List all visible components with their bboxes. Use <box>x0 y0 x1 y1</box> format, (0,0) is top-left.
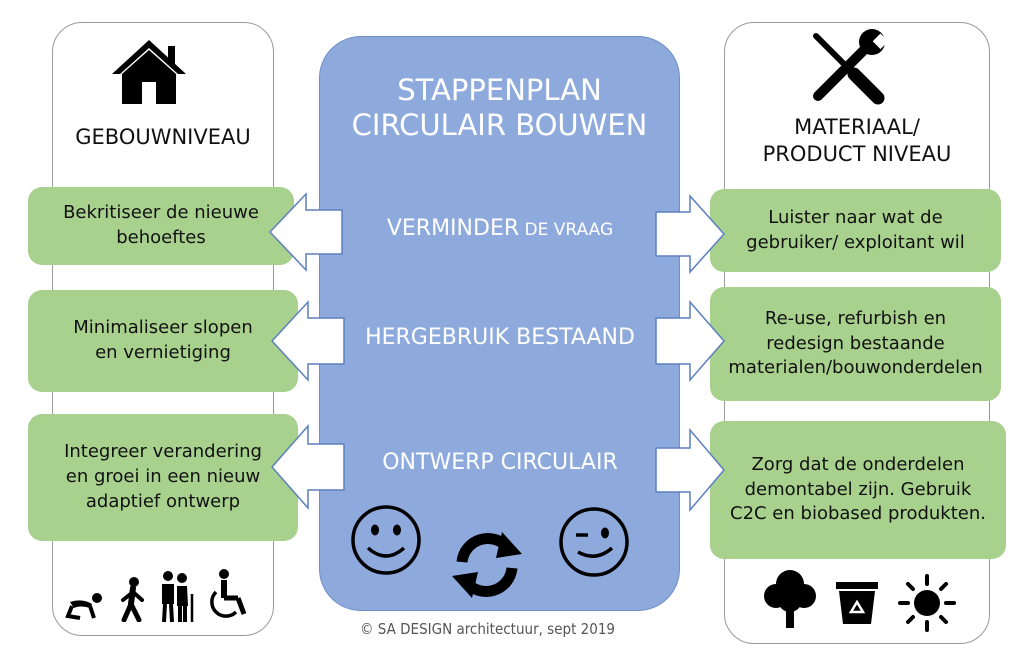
arrow-right-3 <box>655 428 725 512</box>
step-reduce-demand: VERMINDER DE VRAAG <box>330 216 670 241</box>
left-box-1: Bekritiseer de nieuwe behoeftes <box>28 187 294 265</box>
step-design-circular: ONTWERP CIRCULAIR <box>382 450 618 475</box>
left-heading: GEBOUWNIVEAU <box>75 125 251 149</box>
refresh-cycle-icon <box>452 532 522 598</box>
left-box-3: Integreer verandering en groei in een ni… <box>28 414 298 541</box>
step1-main: VERMINDER <box>386 216 520 241</box>
arrow-left-1 <box>268 192 343 272</box>
arrow-left-3 <box>271 424 345 510</box>
sun-icon <box>898 574 956 632</box>
title-line1: STAPPENPLAN <box>397 73 602 107</box>
wheelchair-icon <box>210 569 247 618</box>
center-panel <box>319 36 680 611</box>
left-box-2: Minimaliseer slopen en vernietiging <box>28 290 298 392</box>
house-icon <box>112 40 186 104</box>
wrench-screwdriver-icon <box>813 29 888 105</box>
step1-small: DE VRAAG <box>519 220 614 240</box>
arrow-right-2 <box>655 300 725 382</box>
winking-smiley-icon <box>559 507 629 577</box>
title-line2: CIRCULAIR BOUWEN <box>351 108 648 143</box>
copyright-footer: © SA DESIGN architectuur, sept 2019 <box>360 620 615 638</box>
walking-child-icon <box>121 577 144 622</box>
right-box-2: Re-use, refurbish en redesign bestaande … <box>710 287 1001 401</box>
right-heading-line1: MATERIAAL/ <box>794 115 920 139</box>
arrow-right-1 <box>655 194 726 274</box>
right-box-3: Zorg dat de onderdelen demontabel zijn. … <box>710 421 1006 559</box>
recycle-bin-icon <box>836 582 878 624</box>
right-box-1: Luister naar wat de gebruiker/ exploitan… <box>710 189 1001 272</box>
step-reuse-existing: HERGEBRUIK BESTAAND <box>365 325 635 350</box>
arrow-left-2 <box>270 300 345 382</box>
tree-icon <box>764 570 816 628</box>
elderly-couple-icon <box>162 571 194 623</box>
diagram-title: STAPPENPLAN CIRCULAIR BOUWEN <box>319 73 680 144</box>
right-heading: MATERIAAL/ PRODUCT NIVEAU <box>724 114 990 169</box>
right-heading-line2: PRODUCT NIVEAU <box>762 142 952 167</box>
crawling-baby-icon <box>65 593 102 620</box>
smiley-icon <box>351 505 421 575</box>
